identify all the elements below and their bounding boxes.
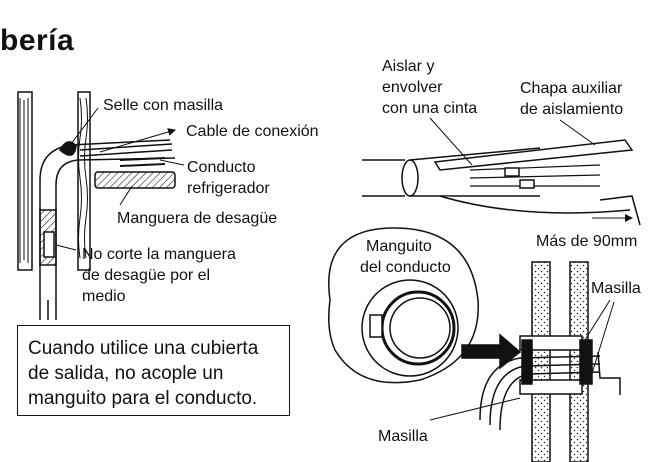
label-drain-hose: Manguera de desagüe bbox=[117, 210, 278, 227]
label-seal: Selle con masilla bbox=[103, 97, 224, 114]
wall-sleeve-drawing bbox=[328, 227, 621, 462]
label-plate-1: Chapa auxiliar bbox=[520, 80, 623, 97]
label-no-cut-3: medio bbox=[82, 288, 126, 305]
right-top-piping-drawing bbox=[362, 117, 641, 226]
label-no-cut-1: No corte la manguera bbox=[82, 246, 236, 263]
label-plate-2: de aislamiento bbox=[520, 101, 624, 118]
label-putty-right: Masilla bbox=[591, 280, 641, 297]
label-sleeve-2: del conducto bbox=[360, 259, 451, 276]
label-no-cut-2: de desagüe por el bbox=[82, 267, 211, 284]
label-putty-bottom: Masilla bbox=[378, 428, 428, 445]
note-box: Cuando utilice una cubierta de salida, n… bbox=[17, 325, 290, 416]
note-line-2: de salida, no acople un bbox=[28, 363, 224, 384]
label-sleeve-1: Manguito bbox=[366, 238, 432, 255]
label-duct-1: Conducto bbox=[187, 159, 256, 176]
label-duct-2: refrigerador bbox=[187, 180, 270, 197]
label-cable: Cable de conexión bbox=[186, 123, 319, 140]
label-isolate-2: envolver bbox=[382, 79, 443, 96]
label-isolate-1: Aislar y bbox=[382, 58, 435, 75]
page-title: bería bbox=[0, 24, 75, 57]
note-line-1: Cuando utilice una cubierta bbox=[28, 338, 259, 359]
note-line-3: manguito para el conducto. bbox=[28, 388, 258, 409]
left-piping-drawing bbox=[17, 91, 185, 320]
label-isolate-3: con una cinta bbox=[382, 100, 478, 117]
label-more-than-90mm: Más de 90mm bbox=[536, 233, 638, 250]
